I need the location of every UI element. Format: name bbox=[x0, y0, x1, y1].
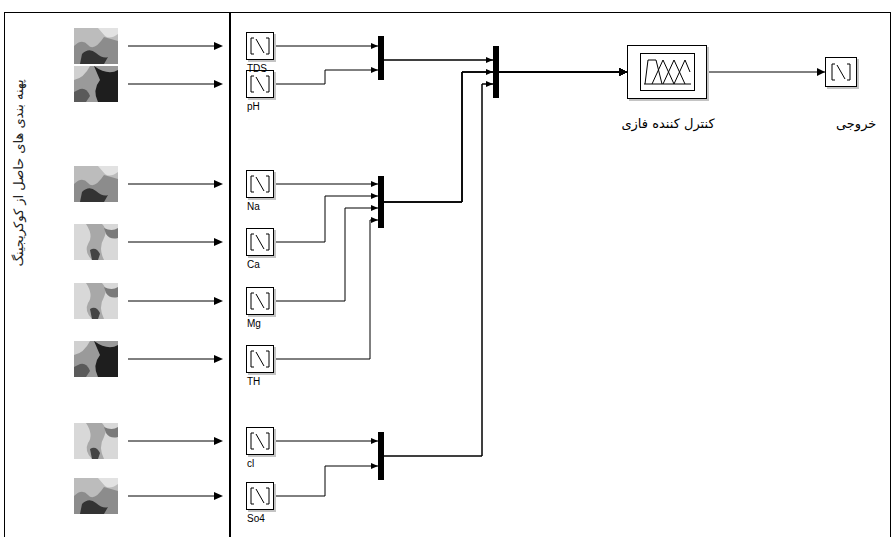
map-thumbnail bbox=[74, 28, 118, 64]
fuzzy-controller-block: کنترل کننده فازی bbox=[627, 45, 707, 99]
signal-name: Mg bbox=[247, 318, 261, 330]
arrow-head bbox=[371, 181, 378, 187]
source-icon bbox=[251, 351, 269, 367]
map-arrow-line bbox=[128, 184, 216, 185]
arrow-head bbox=[214, 80, 223, 88]
arrow-head bbox=[214, 180, 223, 188]
map-thumbnail bbox=[74, 478, 118, 514]
map-thumbnail bbox=[74, 66, 118, 102]
source-icon bbox=[251, 488, 269, 504]
signal-line bbox=[274, 72, 627, 242]
arrow-head bbox=[214, 42, 223, 50]
input-block: Na bbox=[246, 170, 274, 198]
signal-name: So4 bbox=[247, 513, 265, 525]
mux-bar bbox=[378, 432, 384, 480]
mux-bar bbox=[378, 176, 384, 228]
input-block: So4 bbox=[246, 482, 274, 510]
membership-functions bbox=[644, 60, 691, 84]
signal-line bbox=[274, 72, 627, 202]
input-block: cl bbox=[246, 427, 274, 455]
arrow-head bbox=[214, 492, 223, 500]
arrow-head bbox=[214, 297, 223, 305]
source-icon bbox=[251, 38, 269, 54]
signal-line bbox=[707, 72, 825, 73]
map-thumbnail bbox=[74, 283, 118, 319]
source-icon bbox=[251, 176, 269, 192]
mux-bar bbox=[493, 46, 499, 98]
block-label: خروجی bbox=[836, 116, 876, 132]
signal-line bbox=[274, 72, 627, 456]
input-block: Mg bbox=[246, 287, 274, 315]
output-block: خروجی bbox=[825, 57, 857, 87]
signal-name: cl bbox=[247, 458, 254, 470]
model-frame bbox=[231, 13, 891, 537]
source-icon bbox=[251, 76, 269, 92]
input-block: TDS bbox=[246, 32, 274, 60]
map-thumbnail bbox=[74, 166, 118, 202]
signal-name: Na bbox=[247, 201, 260, 213]
arrow-head bbox=[486, 57, 493, 63]
signal-name: pH bbox=[247, 101, 260, 113]
arrow-head bbox=[486, 81, 493, 87]
signal-name: TDS bbox=[247, 63, 267, 75]
map-panel: پهنه بندی های حاصل از کوکریجینگ bbox=[4, 12, 230, 537]
signal-line bbox=[274, 72, 627, 496]
source-icons bbox=[251, 38, 850, 504]
signal-line bbox=[274, 46, 627, 72]
fuzzy-icon-frame bbox=[641, 54, 695, 91]
arrow-head bbox=[214, 355, 223, 363]
map-arrow-line bbox=[128, 441, 216, 442]
block-label: کنترل کننده فازی bbox=[621, 116, 714, 132]
mux-bars bbox=[378, 36, 499, 480]
arrow-head bbox=[371, 438, 378, 444]
sink-icon bbox=[832, 64, 850, 80]
signal-name: Ca bbox=[247, 259, 260, 271]
panel-caption: پهنه بندی های حاصل از کوکریجینگ bbox=[11, 79, 27, 266]
map-arrow-line bbox=[128, 301, 216, 302]
map-arrow-line bbox=[128, 359, 216, 360]
map-thumbnail bbox=[74, 224, 118, 260]
signal-line bbox=[274, 72, 627, 301]
map-arrows bbox=[128, 46, 216, 496]
signal-name: TH bbox=[247, 376, 260, 388]
map-thumbnail bbox=[74, 423, 118, 459]
map-arrow-line bbox=[128, 496, 216, 497]
map-arrow-line bbox=[128, 84, 216, 85]
source-icon bbox=[251, 433, 269, 449]
source-icon bbox=[251, 234, 269, 250]
input-block: pH bbox=[246, 70, 274, 98]
arrow-head bbox=[371, 67, 378, 73]
mux-bar bbox=[378, 36, 384, 80]
arrow-head bbox=[371, 193, 378, 199]
input-block: TH bbox=[246, 345, 274, 373]
input-block: Ca bbox=[246, 228, 274, 256]
arrow-head bbox=[214, 437, 223, 445]
arrow-head bbox=[371, 205, 378, 211]
map-arrow-line bbox=[128, 46, 216, 47]
arrow-head bbox=[371, 217, 378, 223]
source-icon bbox=[251, 293, 269, 309]
arrow-head bbox=[486, 69, 493, 75]
arrow-head bbox=[371, 43, 378, 49]
arrow-head bbox=[371, 463, 378, 469]
map-arrow-line bbox=[128, 242, 216, 243]
signal-line bbox=[274, 72, 627, 359]
mux-input-heads bbox=[371, 43, 493, 469]
arrow-head bbox=[214, 238, 223, 246]
map-arrow-heads bbox=[214, 42, 223, 500]
map-thumbnail bbox=[74, 341, 118, 377]
